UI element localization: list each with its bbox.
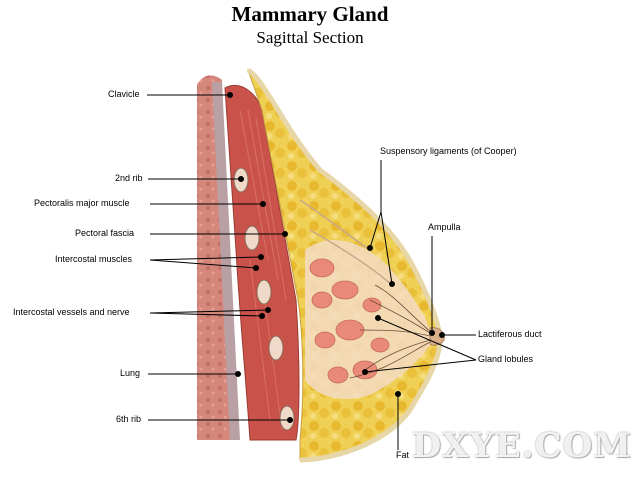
rib-3 (244, 225, 260, 251)
label-gland-lobules: Gland lobules (478, 354, 534, 364)
label-pectoral-fascia: Pectoral fascia (75, 228, 135, 238)
cooper-ligaments (299, 199, 393, 286)
label-2nd-rib: 2nd rib (115, 173, 143, 183)
label-clavicle: Clavicle (108, 89, 140, 99)
diagram-title: Mammary Gland (231, 2, 389, 26)
rib-6 (279, 405, 295, 431)
label-lung: Lung (120, 368, 141, 378)
label-ampulla: Ampulla (428, 222, 461, 232)
skin-edge (246, 67, 443, 463)
watermark: DXYE.COM (411, 426, 632, 466)
label-intercostal-muscles: Intercostal muscles (55, 254, 133, 264)
rib-4 (256, 279, 272, 305)
label-pectoralis-major-muscle: Pectoralis major muscle (34, 198, 130, 208)
diagram-subtitle: Sagittal Section (256, 28, 364, 47)
muscle-fibers (239, 109, 287, 431)
label-suspensory-ligaments: Suspensory ligaments (of Cooper) (380, 146, 517, 156)
pleura-band (212, 82, 240, 440)
label-intercostal-vessels: Intercostal vessels and nerve (13, 307, 130, 317)
gland-lobules (309, 258, 390, 384)
label-6th-rib: 6th rib (116, 414, 142, 424)
leader-lines (147, 92, 477, 450)
gland-region (305, 240, 434, 400)
label-fat: Fat (396, 450, 410, 460)
label-lactiferous-duct: Lactiferous duct (478, 329, 542, 339)
rib-5 (268, 335, 284, 361)
